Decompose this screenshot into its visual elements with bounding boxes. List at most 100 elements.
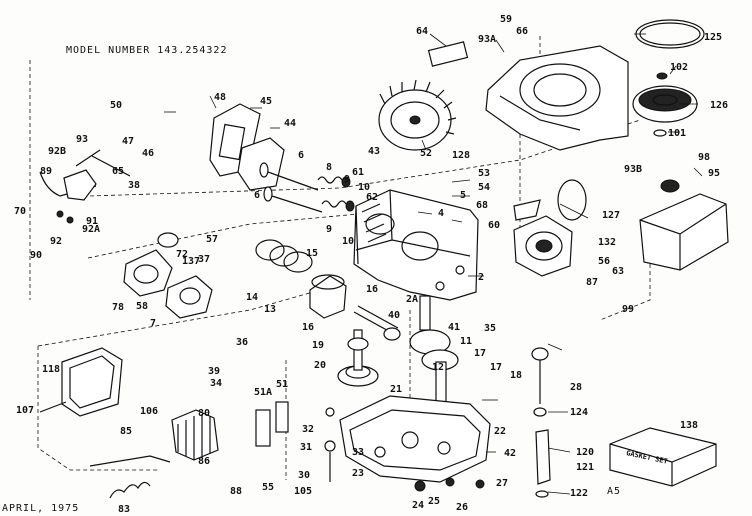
cylinder-block [353,189,479,301]
callout-64: 64 [416,26,428,37]
valves-and-springs [259,162,355,213]
callout-86: 86 [198,456,210,467]
callout-8: 8 [326,162,332,173]
callout-63: 63 [612,266,624,277]
callout-125: 125 [704,32,722,43]
crankshaft [409,295,459,403]
dipstick-and-fill-tube [531,347,551,498]
callout-66: 66 [516,26,528,37]
callout-127: 127 [602,210,620,221]
callout-55: 55 [262,482,274,493]
small-brackets-and-fasteners [255,401,485,492]
page-code: A5 [607,486,621,497]
callout-89: 89 [40,166,52,177]
callout-70: 70 [14,206,26,217]
callout-140: 140 [0,0,18,3]
callout-6: 6 [254,190,260,201]
engine-base [339,395,491,483]
callout-39: 39 [208,366,220,377]
callout-27: 27 [496,478,508,489]
callout-87: 87 [586,277,598,288]
callout-34: 34 [210,378,222,389]
model-number-title: MODEL NUMBER 143.254322 [66,45,227,56]
callout-121: 121 [576,462,594,473]
callout-93: 93 [76,134,88,145]
callout-17: 17 [474,348,486,359]
screen-and-rewind-parts [632,19,705,137]
callout-51: 51 [276,379,288,390]
callout-30: 30 [298,470,310,481]
callout-88: 88 [230,486,242,497]
callout-61: 61 [352,167,364,178]
callout-126: 126 [710,100,728,111]
callout-47: 47 [122,136,134,147]
air-cleaner-assembly [39,347,123,417]
callout-42: 42 [504,448,516,459]
callout-92: 92 [50,236,62,247]
callout-98: 98 [698,152,710,163]
callout-19: 19 [312,340,324,351]
callout-80: 80 [198,408,210,419]
callout-23: 23 [352,468,364,479]
callout-17: 17 [490,362,502,373]
callout-2a: 2A [406,294,418,305]
callout-50: 50 [110,100,122,111]
callout-28: 28 [570,382,582,393]
callout-numbers: 22A4566789910101112131415161617171819202… [0,0,728,515]
callout-10: 10 [342,236,354,247]
callout-52: 52 [420,148,432,159]
callout-16: 16 [302,322,314,333]
callout-57: 57 [206,234,218,245]
muffler [639,179,729,271]
callout-44: 44 [284,118,296,129]
callout-31: 31 [300,442,312,453]
callout-11: 11 [460,336,472,347]
callout-2: 2 [478,272,484,283]
callout-95: 95 [708,168,720,179]
callout-120: 120 [576,447,594,458]
callout-62: 62 [366,192,378,203]
carburetor [123,232,213,319]
callout-93b: 93B [624,164,642,175]
callout-92b: 92B [48,146,66,157]
callout-65: 65 [112,166,124,177]
callout-58: 58 [136,301,148,312]
callout-18: 18 [510,370,522,381]
callout-6: 6 [298,150,304,161]
callout-15: 15 [306,248,318,259]
callout-12: 12 [432,362,444,373]
piston-and-rings [255,239,347,319]
callout-139: 139 [0,0,18,3]
callout-106: 106 [140,406,158,417]
callout-91: 91 [86,216,98,227]
callout-10: 10 [358,182,370,193]
callout-4: 4 [438,208,444,219]
fuel-hose [89,455,171,499]
callout-leader-lines [164,33,703,495]
callout-122: 122 [570,488,588,499]
callout-51a: 51A [254,387,272,398]
callout-72: 72 [176,249,188,260]
callout-41: 41 [448,322,460,333]
callout-7: 7 [150,318,156,329]
callout-118: 118 [42,364,60,375]
callout-83: 83 [118,504,130,515]
callout-128: 128 [452,150,470,161]
callout-9: 9 [326,224,332,235]
callout-48: 48 [214,92,226,103]
callout-38: 38 [128,180,140,191]
callout-46: 46 [142,148,154,159]
callout-37: 37 [198,254,210,265]
camshaft-gear [337,329,379,387]
blower-housing [427,41,629,151]
connecting-rod [353,305,401,341]
flywheel [378,79,457,151]
callout-22: 22 [494,426,506,437]
breather-covers [209,103,285,191]
callout-45: 45 [260,96,272,107]
callout-25: 25 [428,496,440,507]
callout-78: 78 [112,302,124,313]
callout-90: 90 [30,250,42,261]
